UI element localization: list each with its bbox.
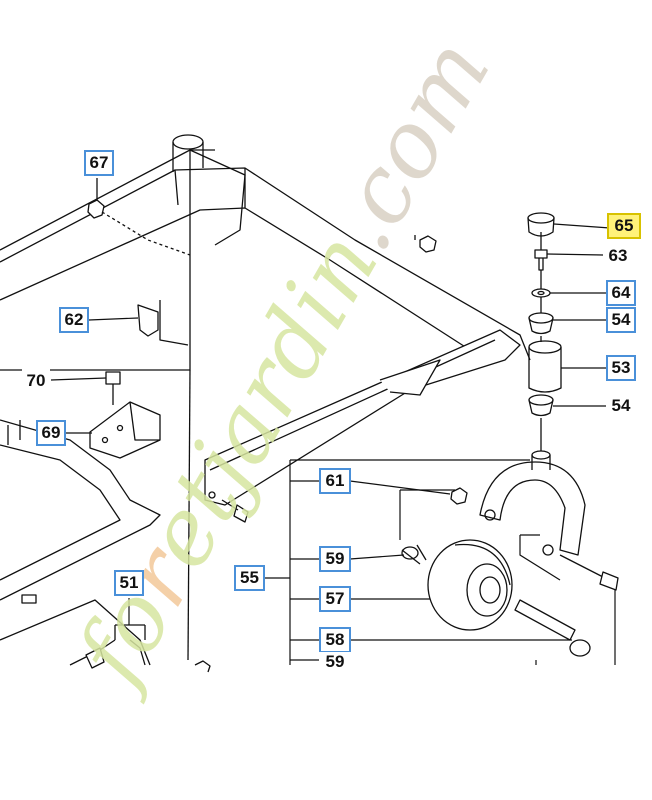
part-53-sleeve	[528, 340, 562, 393]
callout-54-upper[interactable]: 54	[606, 307, 636, 333]
leader-lines	[50, 223, 616, 665]
callout-59-upper[interactable]: 59	[319, 546, 351, 572]
callout-64[interactable]: 64	[606, 280, 636, 306]
part-54-bushing-lower	[528, 394, 554, 417]
callout-61[interactable]: 61	[319, 468, 351, 494]
part-67-nut	[87, 178, 105, 219]
part-54-bushing-upper	[528, 312, 554, 335]
callout-54-lower[interactable]: 54	[606, 393, 636, 419]
part-51-connector	[69, 624, 146, 669]
caster-fork	[479, 450, 586, 556]
frame-tube	[172, 134, 246, 246]
callout-70[interactable]: 70	[22, 368, 50, 394]
part-61-nut	[450, 487, 468, 505]
callout-63[interactable]: 63	[603, 243, 633, 269]
callout-58[interactable]: 58	[319, 627, 351, 653]
callout-59-lower[interactable]: 59	[319, 652, 351, 670]
callout-57[interactable]: 57	[319, 586, 351, 612]
spacer-tubes	[401, 544, 591, 657]
front-axle-arm	[204, 329, 521, 506]
part-62-bracket	[137, 304, 159, 337]
callout-67[interactable]: 67	[84, 150, 114, 176]
part-63-grease-nipple	[534, 249, 548, 271]
callout-65-highlighted[interactable]: 65	[607, 213, 641, 239]
part-64-washer	[531, 288, 551, 298]
callout-51[interactable]: 51	[114, 570, 144, 596]
part-69-bracket	[89, 401, 161, 459]
callout-62[interactable]: 62	[59, 307, 89, 333]
callout-53[interactable]: 53	[606, 355, 636, 381]
callout-69[interactable]: 69	[36, 420, 66, 446]
left-chassis	[0, 419, 161, 666]
axle-bolt	[559, 554, 619, 591]
caster-wheel	[427, 539, 513, 631]
part-70-bolt	[105, 371, 121, 405]
part-65-cap	[527, 212, 555, 237]
callout-55[interactable]: 55	[234, 565, 265, 591]
